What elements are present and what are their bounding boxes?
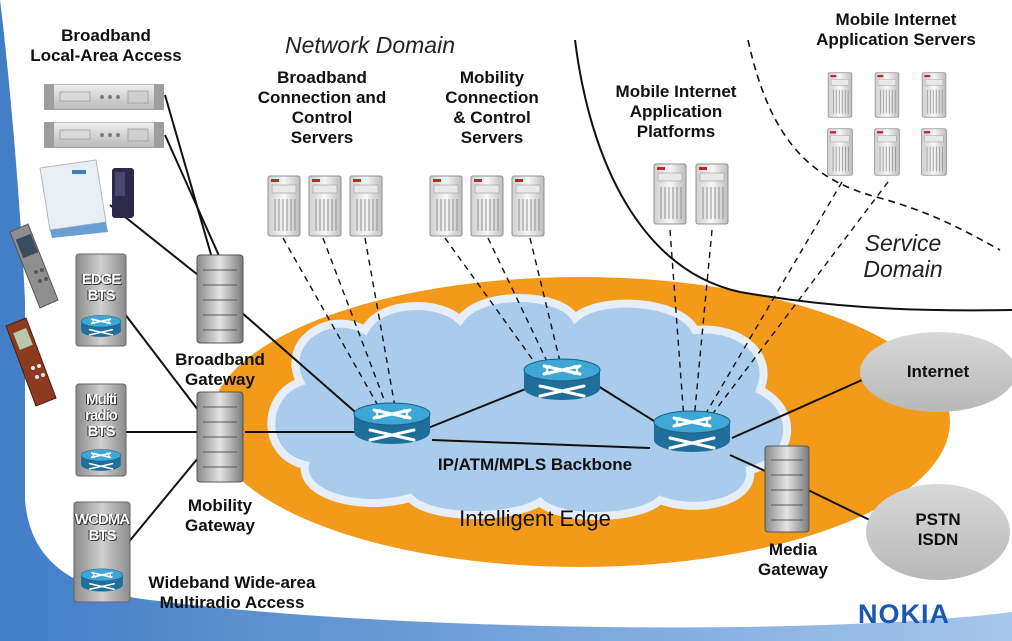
multiradio-bts-icon [75,383,127,477]
mobility-gateway-icon [196,391,244,483]
backbone-cloud [267,294,791,520]
service-domain-label: Service Domain [863,230,943,282]
phone-icon [5,317,57,407]
intelligent-edge-label: Intelligent Edge [459,506,611,531]
mobility-connection-servers-icon [429,175,545,237]
router-icon [522,358,602,402]
broadband-access-unit-1 [44,84,164,110]
broadband-access-unit-2 [44,122,164,148]
broadband-connection-servers-icon [267,175,383,237]
multiradio-bts-label: Multi radio BTS [85,391,118,440]
wcdma-bts-icon [73,501,131,603]
wcdma-bts-label: WCDMA BTS [74,511,130,544]
internet-label: Internet [906,362,970,381]
broadband-connection-servers-label: Broadband Connection and Control Servers [257,68,387,147]
mobility-gateway-label: Mobility Gateway [185,496,255,535]
mobile-internet-application-platforms-label: Mobile Internet Application Platforms [615,82,737,141]
router-icon [652,410,732,454]
edge-bts-label: EDGE BTS [81,271,122,304]
broadband-gateway-icon [196,254,244,344]
pstn-isdn-label: PSTN ISDN [915,510,961,549]
media-gateway-icon [764,445,810,533]
nokia-logo: NOKIA [858,599,950,629]
pstn-isdn-cloud [866,484,1010,580]
connection-lines [109,94,881,556]
modem-icon [39,159,134,238]
signaling-lines [282,181,889,421]
broadband-local-area-access-label: Broadband Local-Area Access [30,26,182,65]
broadband-gateway-label: Broadband Gateway [175,350,265,389]
phone-icon [9,223,59,309]
mobility-connection-servers-label: Mobility Connection & Control Servers [445,68,539,147]
mobile-internet-application-servers-label: Mobile Internet Application Servers [816,10,976,49]
internet-cloud [860,332,1012,412]
backbone-label: IP/ATM/MPLS Backbone [437,455,633,474]
server-domain-boundary [747,39,1001,251]
media-gateway-label: Media Gateway [758,540,828,579]
network-domain-label: Network Domain [285,32,455,58]
edge-bts-icon [75,253,127,347]
wideband-access-label: Wideband Wide-area Multiradio Access [148,573,316,612]
service-domain-boundary [574,39,1012,312]
router-icon [352,402,432,446]
